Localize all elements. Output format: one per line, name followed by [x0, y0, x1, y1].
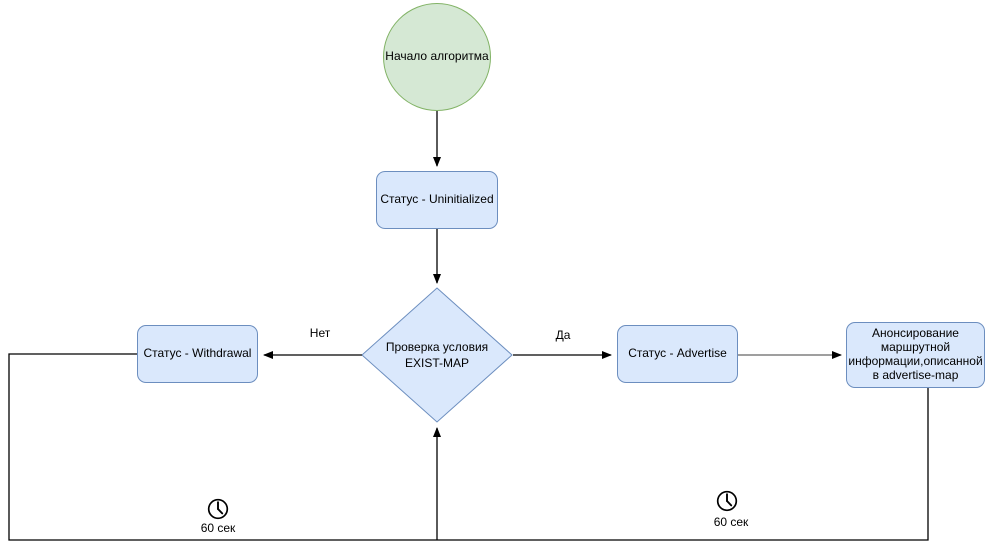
node-decision-label: Проверка условия EXIST-MAP [385, 340, 489, 370]
node-status-uninitialized: Статус - Uninitialized [376, 171, 498, 229]
edge-advertise-map-loop [437, 388, 929, 541]
node-advertise-map: Анонсирование маршрутной информации,опис… [846, 322, 985, 388]
node-start-label: Начало алгоритма [385, 49, 489, 64]
clock-icon [207, 498, 229, 520]
timer-left-label: 60 сек [200, 521, 236, 535]
node-status-advertise-label: Статус - Advertise [628, 346, 727, 361]
edge-label-no: Нет [309, 326, 331, 340]
edge-label-yes: Да [555, 328, 571, 342]
node-status-withdrawal-label: Статус - Withdrawal [143, 346, 252, 361]
node-status-advertise: Статус - Advertise [617, 325, 738, 383]
node-start: Начало алгоритма [383, 3, 491, 111]
edge-withdrawal-loop [8, 353, 437, 541]
clock-icon [716, 490, 738, 512]
decision-diamond [361, 287, 513, 423]
timer-right-label: 60 сек [713, 515, 749, 529]
node-advertise-map-label: Анонсирование маршрутной информации,опис… [848, 326, 983, 382]
node-status-withdrawal: Статус - Withdrawal [137, 325, 258, 383]
node-status-uninitialized-label: Статус - Uninitialized [380, 192, 494, 207]
